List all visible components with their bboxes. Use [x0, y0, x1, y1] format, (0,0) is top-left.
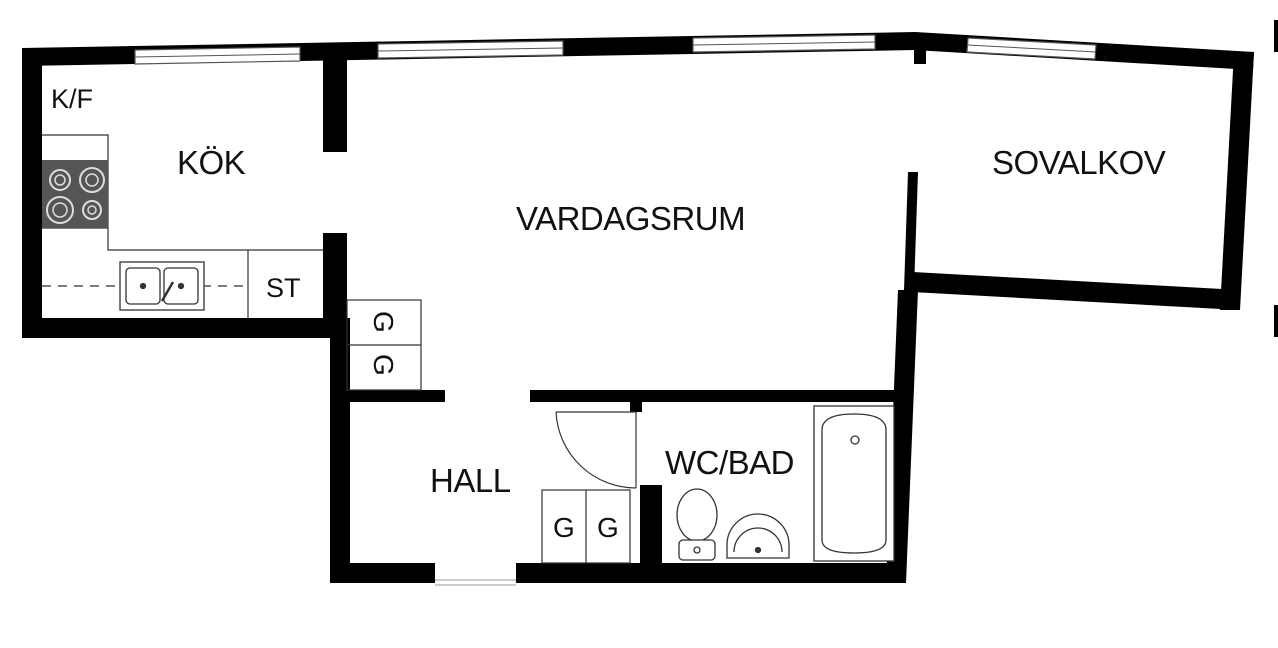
bath-hall-partition	[630, 402, 642, 412]
edge-mark-top	[1274, 20, 1278, 52]
bath-left-wall	[640, 485, 662, 565]
bedroom-stub	[904, 172, 918, 290]
alcove-right-wall	[1220, 52, 1254, 310]
edge-mark-bottom	[1274, 305, 1278, 337]
windows	[134, 34, 1097, 65]
toilet-icon	[676, 488, 718, 561]
st-label: ST	[266, 273, 301, 303]
alcove-bottom-wall	[912, 272, 1240, 310]
kitchen-bottom-wall	[22, 318, 338, 338]
hall-bottom-wall-left	[330, 563, 435, 583]
wc-bad-label: WC/BAD	[665, 444, 794, 481]
kitchen-left-wall	[22, 48, 42, 338]
entrance-door	[435, 579, 516, 586]
hall-label: HALL	[430, 462, 511, 499]
door-swing	[555, 411, 637, 489]
vardagsrum-label: VARDAGSRUM	[516, 200, 745, 237]
labels: K/F KÖK VARDAGSRUM SOVALKOV ST HALL WC/B…	[51, 84, 1166, 543]
hall-top-wall-left	[345, 390, 445, 402]
kf-label: K/F	[51, 84, 93, 114]
bottom-wall-right	[516, 563, 906, 583]
kok-label: KÖK	[177, 144, 246, 181]
sovalkov-label: SOVALKOV	[992, 144, 1166, 181]
sink-icon	[119, 261, 205, 311]
closet-hall	[541, 489, 631, 564]
bathtub-icon	[813, 405, 895, 562]
partition-upper	[323, 60, 347, 152]
closet-living	[346, 299, 422, 391]
stove-icon	[42, 160, 108, 228]
closet-living-g-1: G	[368, 311, 399, 333]
alcove-stub	[914, 46, 926, 64]
hall-left-wall	[330, 318, 350, 583]
washbasin-icon	[726, 513, 790, 559]
closet-hall-g-1: G	[553, 512, 575, 543]
bath-top-wall	[530, 390, 905, 402]
closet-hall-g-2: G	[597, 512, 619, 543]
closet-living-g-2: G	[368, 354, 399, 376]
